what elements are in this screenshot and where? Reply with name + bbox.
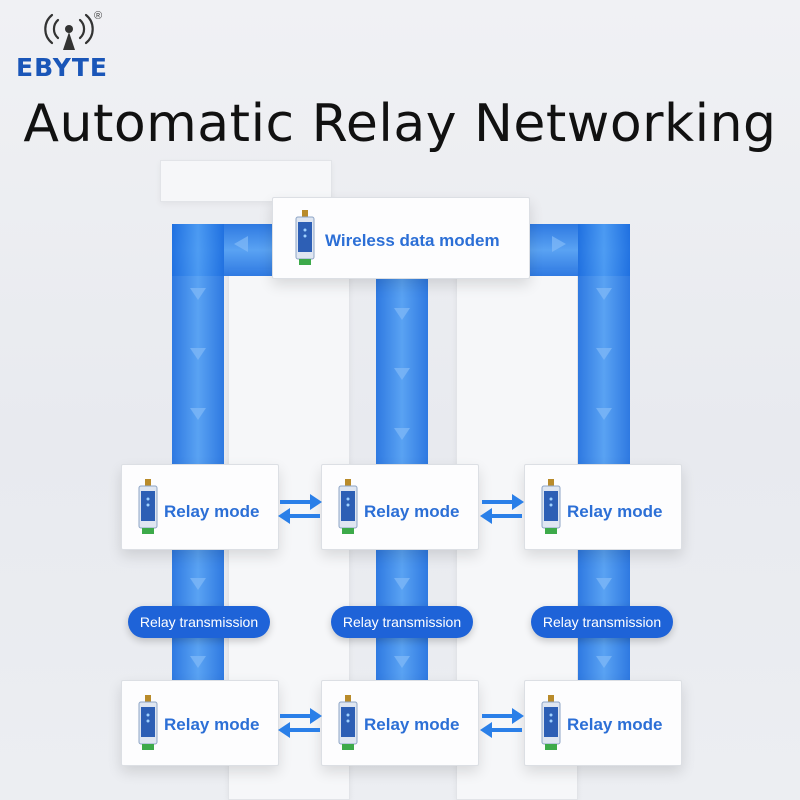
- relay-device-icon: [541, 479, 561, 534]
- flow-arrow-icon: [394, 368, 410, 380]
- flow-arrow-icon: [596, 656, 612, 668]
- relay-device-icon: [541, 695, 561, 750]
- flow-arrow-icon: [596, 578, 612, 590]
- flow-channel-right: [578, 224, 630, 464]
- flow-arrow-icon: [190, 578, 206, 590]
- flow-arrow-icon: [394, 308, 410, 320]
- bidirectional-arrow-icon: [278, 708, 322, 738]
- relay-transmission-badge: Relay transmission: [531, 606, 673, 638]
- relay-card: Relay mode: [321, 680, 479, 766]
- page-title: Automatic Relay Networking: [23, 94, 777, 154]
- flow-arrow-icon: [190, 408, 206, 420]
- ebyte-logo: ® EBYTE: [12, 10, 132, 82]
- flow-arrow-icon: [394, 578, 410, 590]
- relay-label: Relay mode: [364, 715, 460, 734]
- flow-arrow-icon: [394, 656, 410, 668]
- relay-label: Relay mode: [164, 715, 260, 734]
- relay-label: Relay mode: [364, 502, 460, 521]
- flow-arrow-icon: [394, 428, 410, 440]
- flow-arrow-icon: [596, 288, 612, 300]
- flow-channel-left: [172, 224, 224, 464]
- brand-name: EBYTE: [16, 53, 108, 82]
- relay-card: Relay mode: [121, 680, 279, 766]
- registered-mark: ®: [94, 10, 103, 22]
- modem-device-icon: [295, 210, 315, 265]
- flow-arrow-icon: [190, 656, 206, 668]
- relay-card: Relay mode: [321, 464, 479, 550]
- background-panel: [160, 160, 332, 202]
- modem-card: Wireless data modem: [272, 197, 530, 279]
- flow-arrow-icon: [596, 348, 612, 360]
- relay-device-icon: [138, 479, 158, 534]
- flow-arrow-icon: [596, 408, 612, 420]
- wireless-signal-icon: [44, 13, 94, 50]
- modem-label: Wireless data modem: [325, 231, 500, 250]
- bidirectional-arrow-icon: [480, 494, 524, 524]
- relay-label: Relay mode: [567, 715, 663, 734]
- relay-label: Relay mode: [567, 502, 663, 521]
- relay-transmission-badge: Relay transmission: [128, 606, 270, 638]
- relay-card: Relay mode: [524, 680, 682, 766]
- relay-device-icon: [338, 479, 358, 534]
- relay-card: Relay mode: [121, 464, 279, 550]
- relay-device-icon: [338, 695, 358, 750]
- relay-label: Relay mode: [164, 502, 260, 521]
- flow-arrow-icon: [234, 236, 248, 252]
- relay-card: Relay mode: [524, 464, 682, 550]
- flow-arrow-icon: [190, 348, 206, 360]
- flow-arrow-icon: [190, 288, 206, 300]
- relay-device-icon: [138, 695, 158, 750]
- bidirectional-arrow-icon: [278, 494, 322, 524]
- flow-arrow-icon: [552, 236, 566, 252]
- bidirectional-arrow-icon: [480, 708, 524, 738]
- relay-transmission-badge: Relay transmission: [331, 606, 473, 638]
